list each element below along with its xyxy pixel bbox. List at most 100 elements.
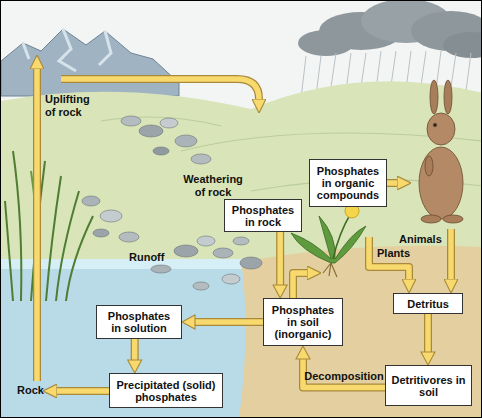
box-text: Phosphates in organic compounds <box>315 165 381 201</box>
pebble <box>160 118 178 128</box>
arrow-head <box>421 352 435 365</box>
soil <box>236 246 482 418</box>
rabbit-paw <box>425 156 433 176</box>
pebble <box>193 282 209 290</box>
arrow-outline <box>387 179 397 187</box>
stem <box>333 213 351 259</box>
flow-arrow <box>296 346 385 388</box>
process-label: Runoff <box>129 251 179 264</box>
arrow-outline <box>303 359 385 388</box>
rabbit <box>419 80 463 223</box>
process-box: Phosphates in rock <box>224 199 302 232</box>
arrow-body <box>61 79 259 99</box>
pebble <box>240 257 262 269</box>
arrow-body <box>303 359 385 388</box>
process-label: Uplifting of rock <box>45 93 103 119</box>
process-box: Detritus <box>393 293 463 314</box>
edge-label: Decomposition <box>304 370 383 383</box>
arrow-head <box>182 315 195 329</box>
flow-arrow <box>293 273 307 298</box>
reed <box>5 201 13 301</box>
arrow-head <box>273 285 287 298</box>
arrow-body <box>34 69 40 381</box>
arrow-outline <box>33 69 41 381</box>
pebble <box>174 245 198 257</box>
box-text: Detritivores in soil <box>391 374 466 398</box>
box-text: Phosphates in soil (inorganic) <box>269 304 337 340</box>
pebble <box>121 116 141 126</box>
box-text: Phosphates in rock <box>230 204 296 228</box>
pebble <box>93 229 109 237</box>
arrow-body <box>132 339 138 360</box>
pebble <box>119 232 139 242</box>
dandelion <box>291 204 366 277</box>
pebble <box>175 135 197 147</box>
arrow-outline <box>195 318 263 326</box>
arrow-body <box>448 229 454 279</box>
pebble <box>139 125 163 137</box>
reeds <box>5 151 93 301</box>
arrow-body <box>425 314 431 352</box>
mountains <box>1 29 179 96</box>
hills <box>1 81 482 418</box>
flow-arrow <box>273 232 287 298</box>
pebble <box>222 274 240 284</box>
mountain-range <box>1 29 179 96</box>
flow-arrow <box>387 183 397 184</box>
arrow-head <box>296 346 310 359</box>
arrow-body <box>277 232 283 285</box>
rabbit-ear <box>430 80 438 114</box>
box-text: Detritus <box>407 298 449 310</box>
pebble <box>191 154 211 164</box>
arrow-outline <box>293 273 307 298</box>
mountain-snow <box>23 29 111 71</box>
reed <box>56 191 79 301</box>
arrow-outline <box>276 232 284 285</box>
arrow-outline <box>57 387 111 395</box>
process-box: Precipitated (solid) phosphates <box>109 373 223 408</box>
rabbit-body <box>419 147 463 219</box>
process-label: Weathering of rock <box>177 173 249 199</box>
cloud <box>298 1 482 58</box>
flow-arrow <box>451 229 452 279</box>
leaves <box>291 216 366 263</box>
process-label: Animals <box>399 233 449 246</box>
process-label: Plants <box>377 247 417 260</box>
pebble <box>233 237 249 245</box>
arrow-outline <box>61 79 259 99</box>
process-box: Phosphates in soil (inorganic) <box>263 298 343 346</box>
arrow-body <box>195 319 263 325</box>
reed <box>66 216 93 301</box>
pebble <box>197 236 215 246</box>
process-label: Rock <box>17 384 51 397</box>
reed <box>13 151 21 301</box>
pebble <box>153 147 169 155</box>
rabbit-foot <box>421 215 441 223</box>
flow-arrow <box>37 69 38 381</box>
flow-arrow <box>128 339 142 373</box>
rabbit-head <box>427 113 455 145</box>
arrow-outline <box>447 229 455 279</box>
flow-arrow <box>182 315 263 329</box>
arrow-body <box>293 273 307 298</box>
box-text: Precipitated (solid) phosphates <box>115 379 217 403</box>
pebble <box>82 196 100 206</box>
arrow-body <box>387 180 397 186</box>
process-box: Phosphates in organic compounds <box>309 159 387 207</box>
arrow-head <box>128 360 142 373</box>
box-text: Phosphates in solution <box>102 310 176 334</box>
rabbit-ear <box>444 80 452 114</box>
flow-arrow <box>421 314 435 365</box>
cloud-part <box>443 32 482 58</box>
arrow-outline <box>424 314 432 352</box>
arrow-outline <box>131 339 139 360</box>
process-box: Detritivores in soil <box>385 365 472 406</box>
arrow-body <box>57 388 111 394</box>
rabbit-foot <box>443 215 463 223</box>
roots <box>323 263 337 277</box>
pebble <box>151 265 171 273</box>
pebble <box>100 210 122 222</box>
flow-arrow <box>57 391 111 392</box>
flow-arrow <box>61 79 259 99</box>
